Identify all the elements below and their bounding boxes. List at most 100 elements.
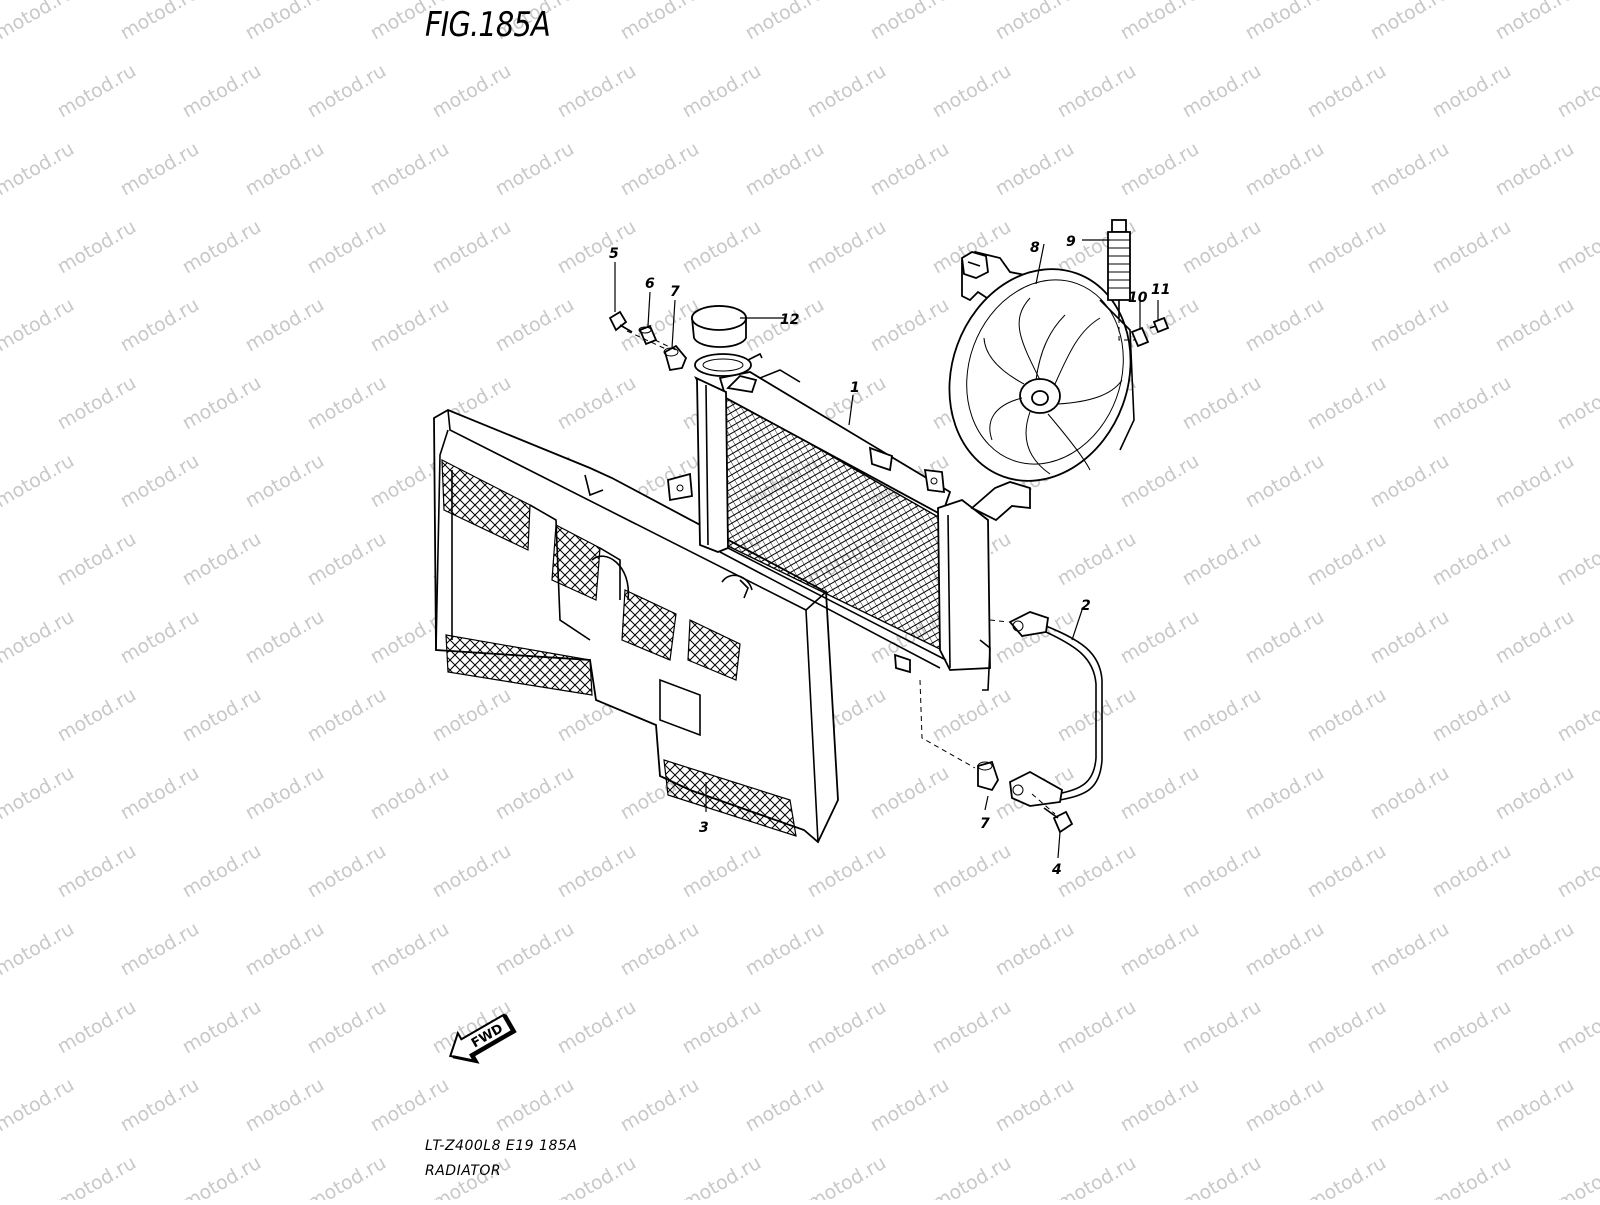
watermark-text: motod.ru (1242, 606, 1328, 669)
watermark-text: motod.ru (1117, 762, 1203, 825)
watermark-text: motod.ru (1242, 762, 1328, 825)
watermark-text: motod.ru (429, 684, 515, 747)
watermark-text: motod.ru (1492, 762, 1578, 825)
callout-3: 3 (699, 820, 709, 836)
watermark-text: motod.ru (1117, 0, 1203, 44)
watermark-text: motod.ru (367, 1074, 453, 1137)
watermark-text: motod.ru (1242, 0, 1328, 44)
watermark-text: motod.ru (1242, 294, 1328, 357)
watermark-text: motod.ru (1304, 60, 1390, 123)
watermark-text: motod.ru (554, 840, 640, 903)
watermark-text: motod.ru (0, 1074, 78, 1137)
watermark-text: motod.ru (1429, 996, 1515, 1059)
watermark-text: motod.ru (1492, 0, 1578, 44)
watermark-text: motod.ru (1492, 138, 1578, 201)
watermark-text: motod.ru (1304, 996, 1390, 1059)
watermark-text: motod.ru (679, 996, 765, 1059)
watermark-text: motod.ru (1554, 996, 1600, 1059)
watermark-text: motod.ru (617, 294, 703, 357)
watermark-text: motod.ru (1367, 294, 1453, 357)
watermark-text: motod.ru (742, 138, 828, 201)
watermark-text: motod.ru (1429, 684, 1515, 747)
watermark-text: motod.ru (1554, 684, 1600, 747)
callout-11: 11 (1151, 282, 1170, 298)
watermark-text: motod.ru (54, 216, 140, 279)
watermark-text: motod.ru (554, 60, 640, 123)
watermark-text: motod.ru (1554, 840, 1600, 903)
watermark-text: motod.ru (1554, 60, 1600, 123)
model-code-label: LT-Z400L8 E19 185A (425, 1138, 577, 1154)
watermark-text: motod.ru (304, 996, 390, 1059)
watermark-text: motod.ru (429, 60, 515, 123)
watermark-text: motod.ru (992, 138, 1078, 201)
watermark-text: motod.ru (1242, 450, 1328, 513)
watermark-text: motod.ru (867, 762, 953, 825)
watermark-text: motod.ru (1367, 606, 1453, 669)
watermark-text: motod.ru (1492, 606, 1578, 669)
watermark-text: motod.ru (242, 450, 328, 513)
watermark-text: motod.ru (1492, 1074, 1578, 1137)
watermark-text: motod.ru (117, 762, 203, 825)
watermark-text: motod.ru (117, 606, 203, 669)
watermark-text: motod.ru (54, 60, 140, 123)
watermark-text: motod.ru (1492, 918, 1578, 981)
watermark-text: motod.ru (1304, 684, 1390, 747)
watermark-text: motod.ru (554, 1152, 640, 1200)
watermark-text: motod.ru (1492, 450, 1578, 513)
watermark-text: motod.ru (179, 1152, 265, 1200)
watermark-text: motod.ru (0, 294, 78, 357)
watermark-text: motod.ru (679, 1152, 765, 1200)
watermark-text: motod.ru (1179, 528, 1265, 591)
watermark-text: motod.ru (929, 60, 1015, 123)
watermark-text: motod.ru (679, 840, 765, 903)
watermark-text: motod.ru (1054, 60, 1140, 123)
watermark-text: motod.ru (242, 762, 328, 825)
watermark-text: motod.ru (1117, 1074, 1203, 1137)
section-name-label: RADIATOR (425, 1163, 501, 1179)
watermark-text: motod.ru (1367, 450, 1453, 513)
watermark-text: motod.ru (54, 840, 140, 903)
watermark-text: motod.ru (554, 372, 640, 435)
watermark-text: motod.ru (867, 294, 953, 357)
watermark-text: motod.ru (242, 1074, 328, 1137)
watermark-text: motod.ru (867, 1074, 953, 1137)
watermark-text: motod.ru (179, 996, 265, 1059)
watermark-text: motod.ru (1117, 138, 1203, 201)
watermark-text: motod.ru (1179, 684, 1265, 747)
watermark-text: motod.ru (867, 0, 953, 44)
watermark-text: motod.ru (1367, 1074, 1453, 1137)
watermark-text: motod.ru (992, 0, 1078, 44)
watermark-text: motod.ru (929, 840, 1015, 903)
watermark-text: motod.ru (117, 294, 203, 357)
watermark-text: motod.ru (492, 294, 578, 357)
watermark-text: motod.ru (0, 450, 78, 513)
watermark-text: motod.ru (929, 1152, 1015, 1200)
bolt-part-4 (610, 312, 632, 332)
watermark-text: motod.ru (1304, 1152, 1390, 1200)
watermark-text: motod.ru (1179, 840, 1265, 903)
watermark-text: motod.ru (1554, 372, 1600, 435)
watermark-text: motod.ru (1117, 450, 1203, 513)
watermark-text: motod.ru (1304, 372, 1390, 435)
watermark-text: motod.ru (242, 138, 328, 201)
watermark-text: motod.ru (804, 996, 890, 1059)
callout-4: 5 (609, 246, 619, 262)
watermark-text: motod.ru (179, 372, 265, 435)
figure-title: FIG.185A (425, 5, 550, 45)
watermark-text: motod.ru (1242, 138, 1328, 201)
watermark-text: motod.ru (1179, 60, 1265, 123)
watermark-text: motod.ru (617, 1074, 703, 1137)
callout-12: 12 (780, 312, 799, 328)
watermark-text: motod.ru (1117, 606, 1203, 669)
watermark-text: motod.ru (1367, 762, 1453, 825)
callout-9: 9 (1066, 234, 1076, 250)
watermark-text: motod.ru (179, 528, 265, 591)
watermark-text: motod.ru (54, 684, 140, 747)
watermark-text: motod.ru (492, 138, 578, 201)
watermark-text: motod.ru (1429, 1152, 1515, 1200)
watermark-text: motod.ru (304, 528, 390, 591)
watermark-text: motod.ru (117, 450, 203, 513)
callout-10: 10 (1128, 290, 1148, 306)
